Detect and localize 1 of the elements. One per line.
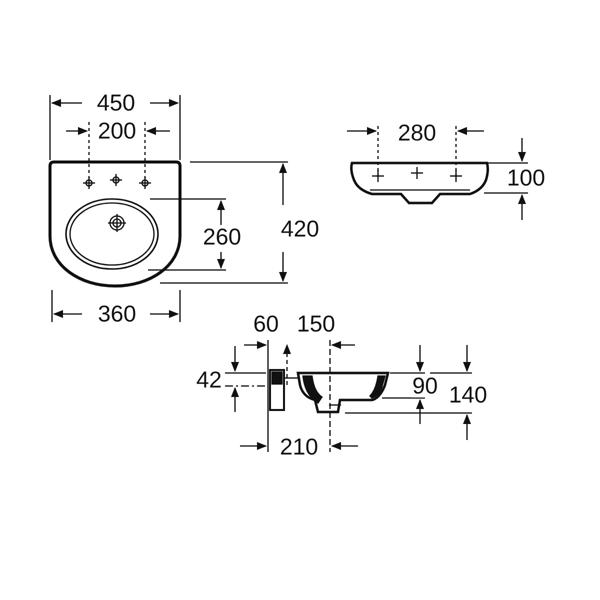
dimension-value: 90 — [411, 374, 439, 398]
